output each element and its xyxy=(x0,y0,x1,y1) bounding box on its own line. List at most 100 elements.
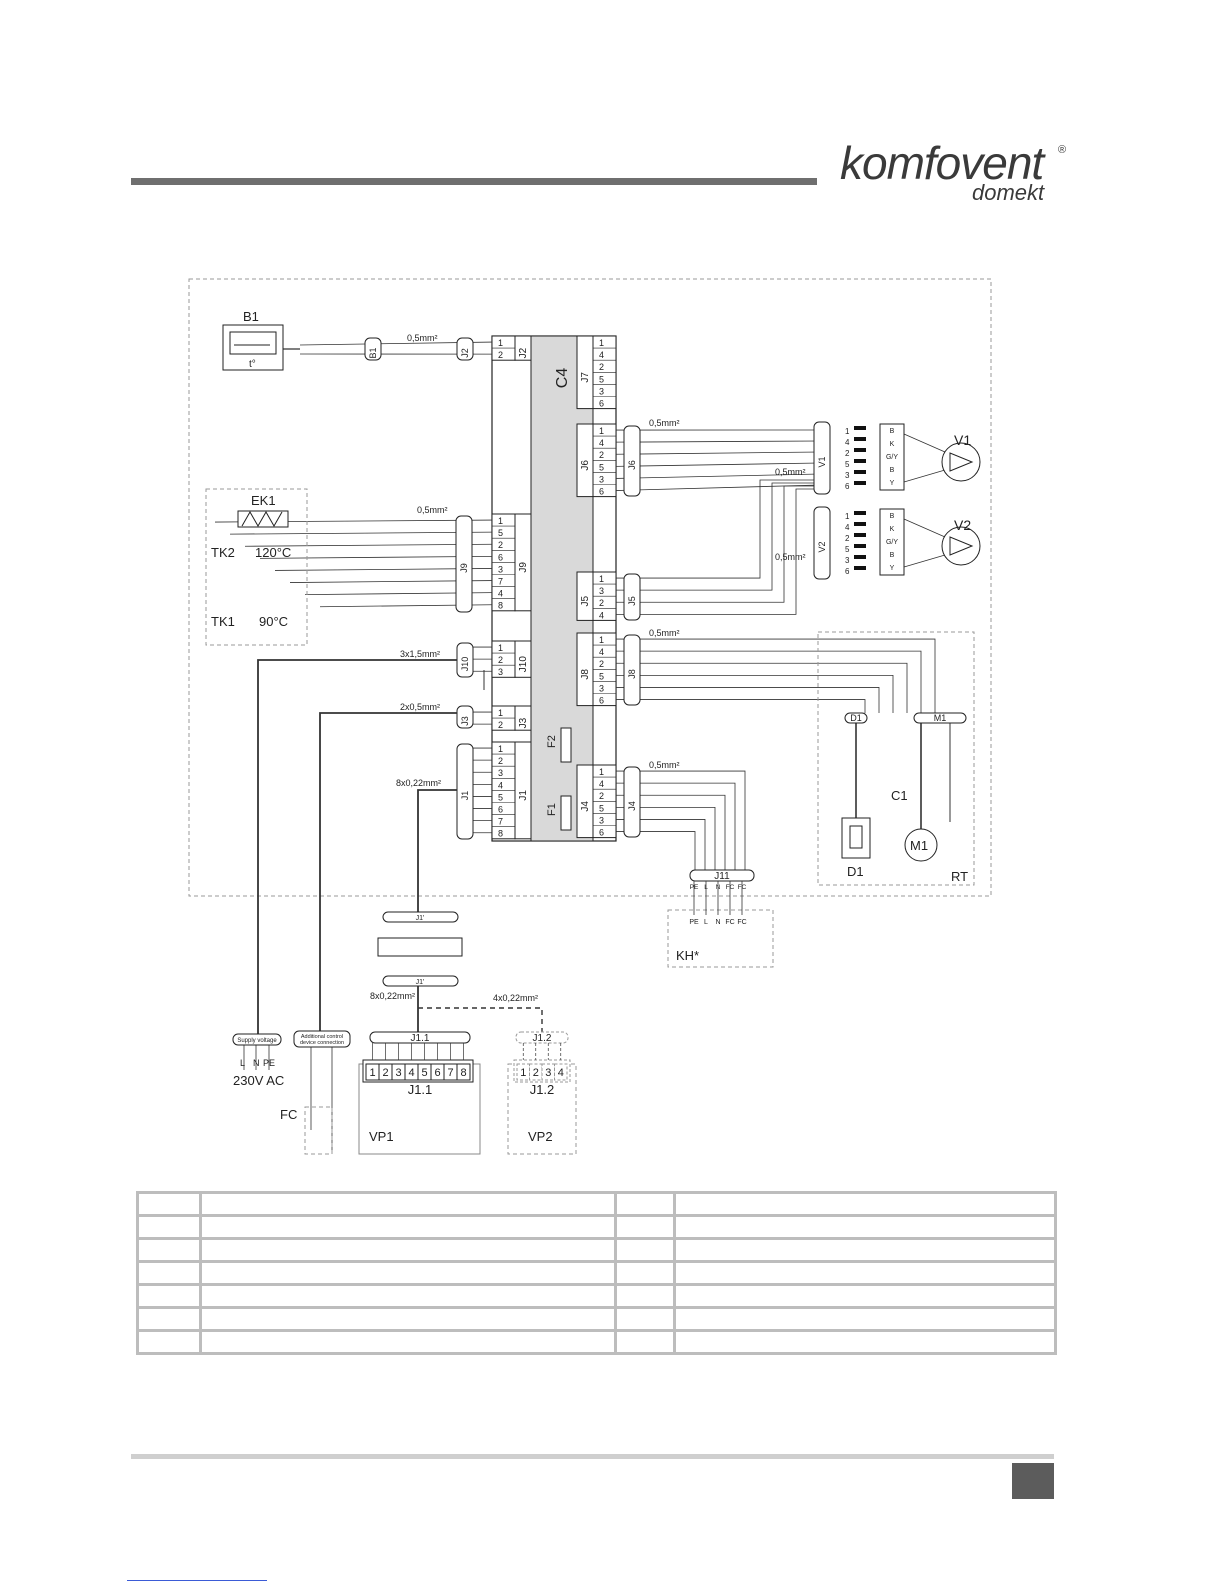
connector-j6-label: J6 xyxy=(627,460,637,470)
vp1-strip-pin-1: 1 xyxy=(369,1067,375,1079)
legend-cell xyxy=(614,1329,676,1355)
pump-terminal-1-2: 2 xyxy=(845,449,850,458)
terminal-pin-j5-1: 1 xyxy=(599,574,604,584)
cable-j3: 2x0,5mm² xyxy=(400,702,440,712)
connector-j1p-top xyxy=(382,911,459,923)
legend-cell xyxy=(199,1191,617,1217)
wire-vp2-bundle xyxy=(418,1007,543,1032)
terminal-pin-j10-1: 1 xyxy=(498,643,503,653)
vp2-strip-pin-1: 1 xyxy=(520,1067,526,1079)
legend-cell xyxy=(136,1214,202,1240)
terminal-pin-j6-6: 6 xyxy=(599,487,604,497)
connector-v1-label: V1 xyxy=(817,456,827,467)
pump-terminal-bar xyxy=(854,511,866,515)
terminal-pin-j4-3: 3 xyxy=(599,815,604,825)
vp1-strip-pin-8: 8 xyxy=(460,1067,466,1079)
legend-cell xyxy=(673,1283,1057,1309)
cable-v2: 0,5mm² xyxy=(775,552,806,562)
legend-cell xyxy=(199,1214,617,1240)
pump-terminal-1-4: 4 xyxy=(845,438,850,447)
legend-table xyxy=(136,1191,1057,1355)
label-d1-pill: D1 xyxy=(850,713,862,723)
terminal-pin-j6-4: 4 xyxy=(599,438,604,448)
terminal-label-cell-j10 xyxy=(514,640,532,678)
terminal-pin-j2-1: 1 xyxy=(498,338,503,348)
label-pe: PE xyxy=(263,1058,275,1068)
vp2-strip-cell-4 xyxy=(554,1063,568,1081)
label-rt: RT xyxy=(951,869,968,884)
label-tk2: TK2 xyxy=(211,545,235,560)
pump-terminal-bar xyxy=(854,437,866,441)
legend-cell xyxy=(614,1214,676,1240)
wire-j5-0 xyxy=(616,479,820,579)
kh-terminals: PEPELLNNFCFCFCFC xyxy=(689,881,747,926)
legend-cell xyxy=(136,1329,202,1355)
connector-v2-label: V2 xyxy=(817,541,827,552)
legend-cell xyxy=(673,1260,1057,1286)
connector-j11 xyxy=(689,869,755,882)
addl-tag-text-2: device connection xyxy=(300,1040,344,1046)
fuse-f2 xyxy=(560,727,572,763)
legend-cell xyxy=(199,1283,617,1309)
label-j1-2-panel: J1.2 xyxy=(530,1082,555,1097)
pump-terminal-bar xyxy=(854,459,866,463)
label-j1p-top: J1' xyxy=(416,915,425,922)
vp1-strip-pin-7: 7 xyxy=(447,1067,453,1079)
label-d1: D1 xyxy=(847,864,864,879)
komfovent-logo: komfovent ® domekt xyxy=(840,140,1070,210)
terminal-pin-j9-7: 7 xyxy=(498,577,503,587)
pump-wire-block-1 xyxy=(879,423,905,491)
pump-v2-symbol xyxy=(949,536,974,556)
pump-terminal-bar xyxy=(854,522,866,526)
pump-v2 xyxy=(941,526,981,566)
wire-supply xyxy=(257,659,457,1034)
vp1-strip-pin-4: 4 xyxy=(408,1067,414,1079)
connector-j10-label: J10 xyxy=(460,657,470,672)
legend-row xyxy=(136,1191,1057,1217)
connector-j5-label: J5 xyxy=(627,596,637,606)
terminal-pin-j7-4: 4 xyxy=(599,350,604,360)
legend-row xyxy=(136,1329,1057,1355)
connector-j9-label: J9 xyxy=(459,563,469,573)
legend-cell xyxy=(136,1306,202,1332)
legend-cell xyxy=(199,1260,617,1286)
kh-terminal-1: L xyxy=(704,919,708,926)
terminal-pin-j5-3: 3 xyxy=(599,586,604,596)
cable-j8: 0,5mm² xyxy=(649,628,680,638)
wire-j4-1 xyxy=(616,782,736,870)
connector-j4 xyxy=(623,766,641,838)
connector-j5 xyxy=(623,573,641,621)
pump-terminal-1-5: 5 xyxy=(845,460,850,469)
terminal-pin-j8-4: 4 xyxy=(599,647,604,657)
connector-j6 xyxy=(623,425,641,497)
pump-wire-block-2 xyxy=(879,508,905,576)
label-j1p-bottom: J1' xyxy=(416,979,425,986)
label-b1: B1 xyxy=(243,309,259,324)
legend-row xyxy=(136,1260,1057,1286)
connector-j1-label: J1 xyxy=(460,791,470,801)
legend-cell xyxy=(673,1237,1057,1263)
terminal-label-j5: J5 xyxy=(580,595,591,606)
heater-ek1-coil xyxy=(241,510,283,528)
cable-vp1: 8x0,22mm² xyxy=(370,991,415,1001)
label-fc: FC xyxy=(280,1107,297,1122)
connector-j1-1 xyxy=(369,1031,471,1044)
label-j1-1-pill: J1.1 xyxy=(411,1033,430,1044)
terminal-pin-j2-2: 2 xyxy=(498,350,503,360)
wire-j1-bundle xyxy=(417,789,457,912)
legend-cell xyxy=(614,1306,676,1332)
wire-pump-a-1 xyxy=(903,518,946,538)
label-temp90: 90°C xyxy=(259,614,288,629)
pump-wire-1-B: B xyxy=(890,428,895,435)
pump-terminal-1-1: 1 xyxy=(845,427,850,436)
terminal-pin-j5-2: 2 xyxy=(599,598,604,608)
legend-row xyxy=(136,1283,1057,1309)
cable-vp2: 4x0,22mm² xyxy=(493,993,538,1003)
terminal-pin-j1-8: 8 xyxy=(498,829,503,839)
